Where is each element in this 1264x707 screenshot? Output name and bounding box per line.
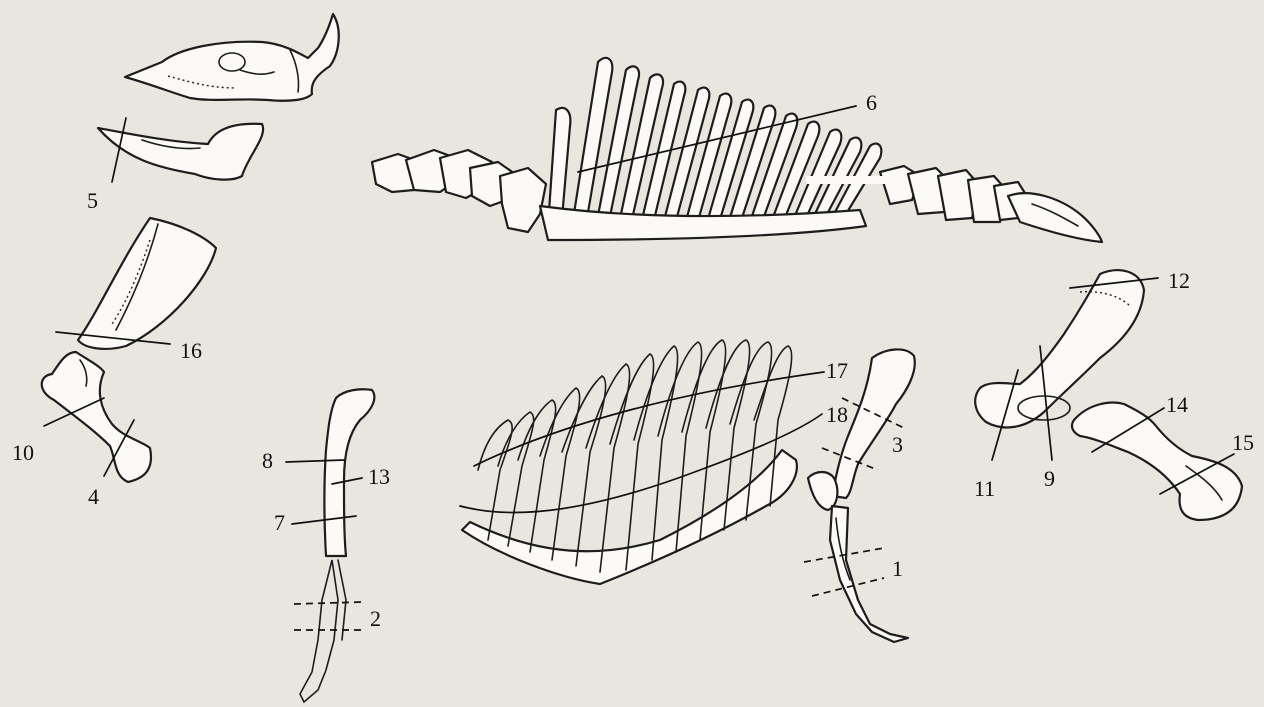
label-12: 12 [1168,268,1190,293]
label-14: 14 [1166,392,1188,417]
label-6: 6 [866,90,877,115]
label-9: 9 [1044,466,1055,491]
label-2: 2 [370,606,381,631]
skull [125,14,339,101]
scapula [78,218,216,349]
vertebral-column [372,58,1102,242]
label-7: 7 [274,510,285,535]
forelimb [300,389,374,702]
label-18: 18 [826,402,848,427]
label-8: 8 [262,448,273,473]
label-15: 15 [1232,430,1254,455]
tibia-hind [808,349,915,642]
rib-cage [462,340,797,584]
label-16: 16 [180,338,202,363]
femur-right [1072,403,1242,520]
label-10: 10 [12,440,34,465]
label-5: 5 [87,188,98,213]
label-4: 4 [88,484,99,509]
label-13: 13 [368,464,390,489]
label-3: 3 [892,432,903,457]
label-17: 17 [826,358,848,383]
humerus-left [42,352,151,482]
label-1: 1 [892,556,903,581]
label-11: 11 [974,476,995,501]
